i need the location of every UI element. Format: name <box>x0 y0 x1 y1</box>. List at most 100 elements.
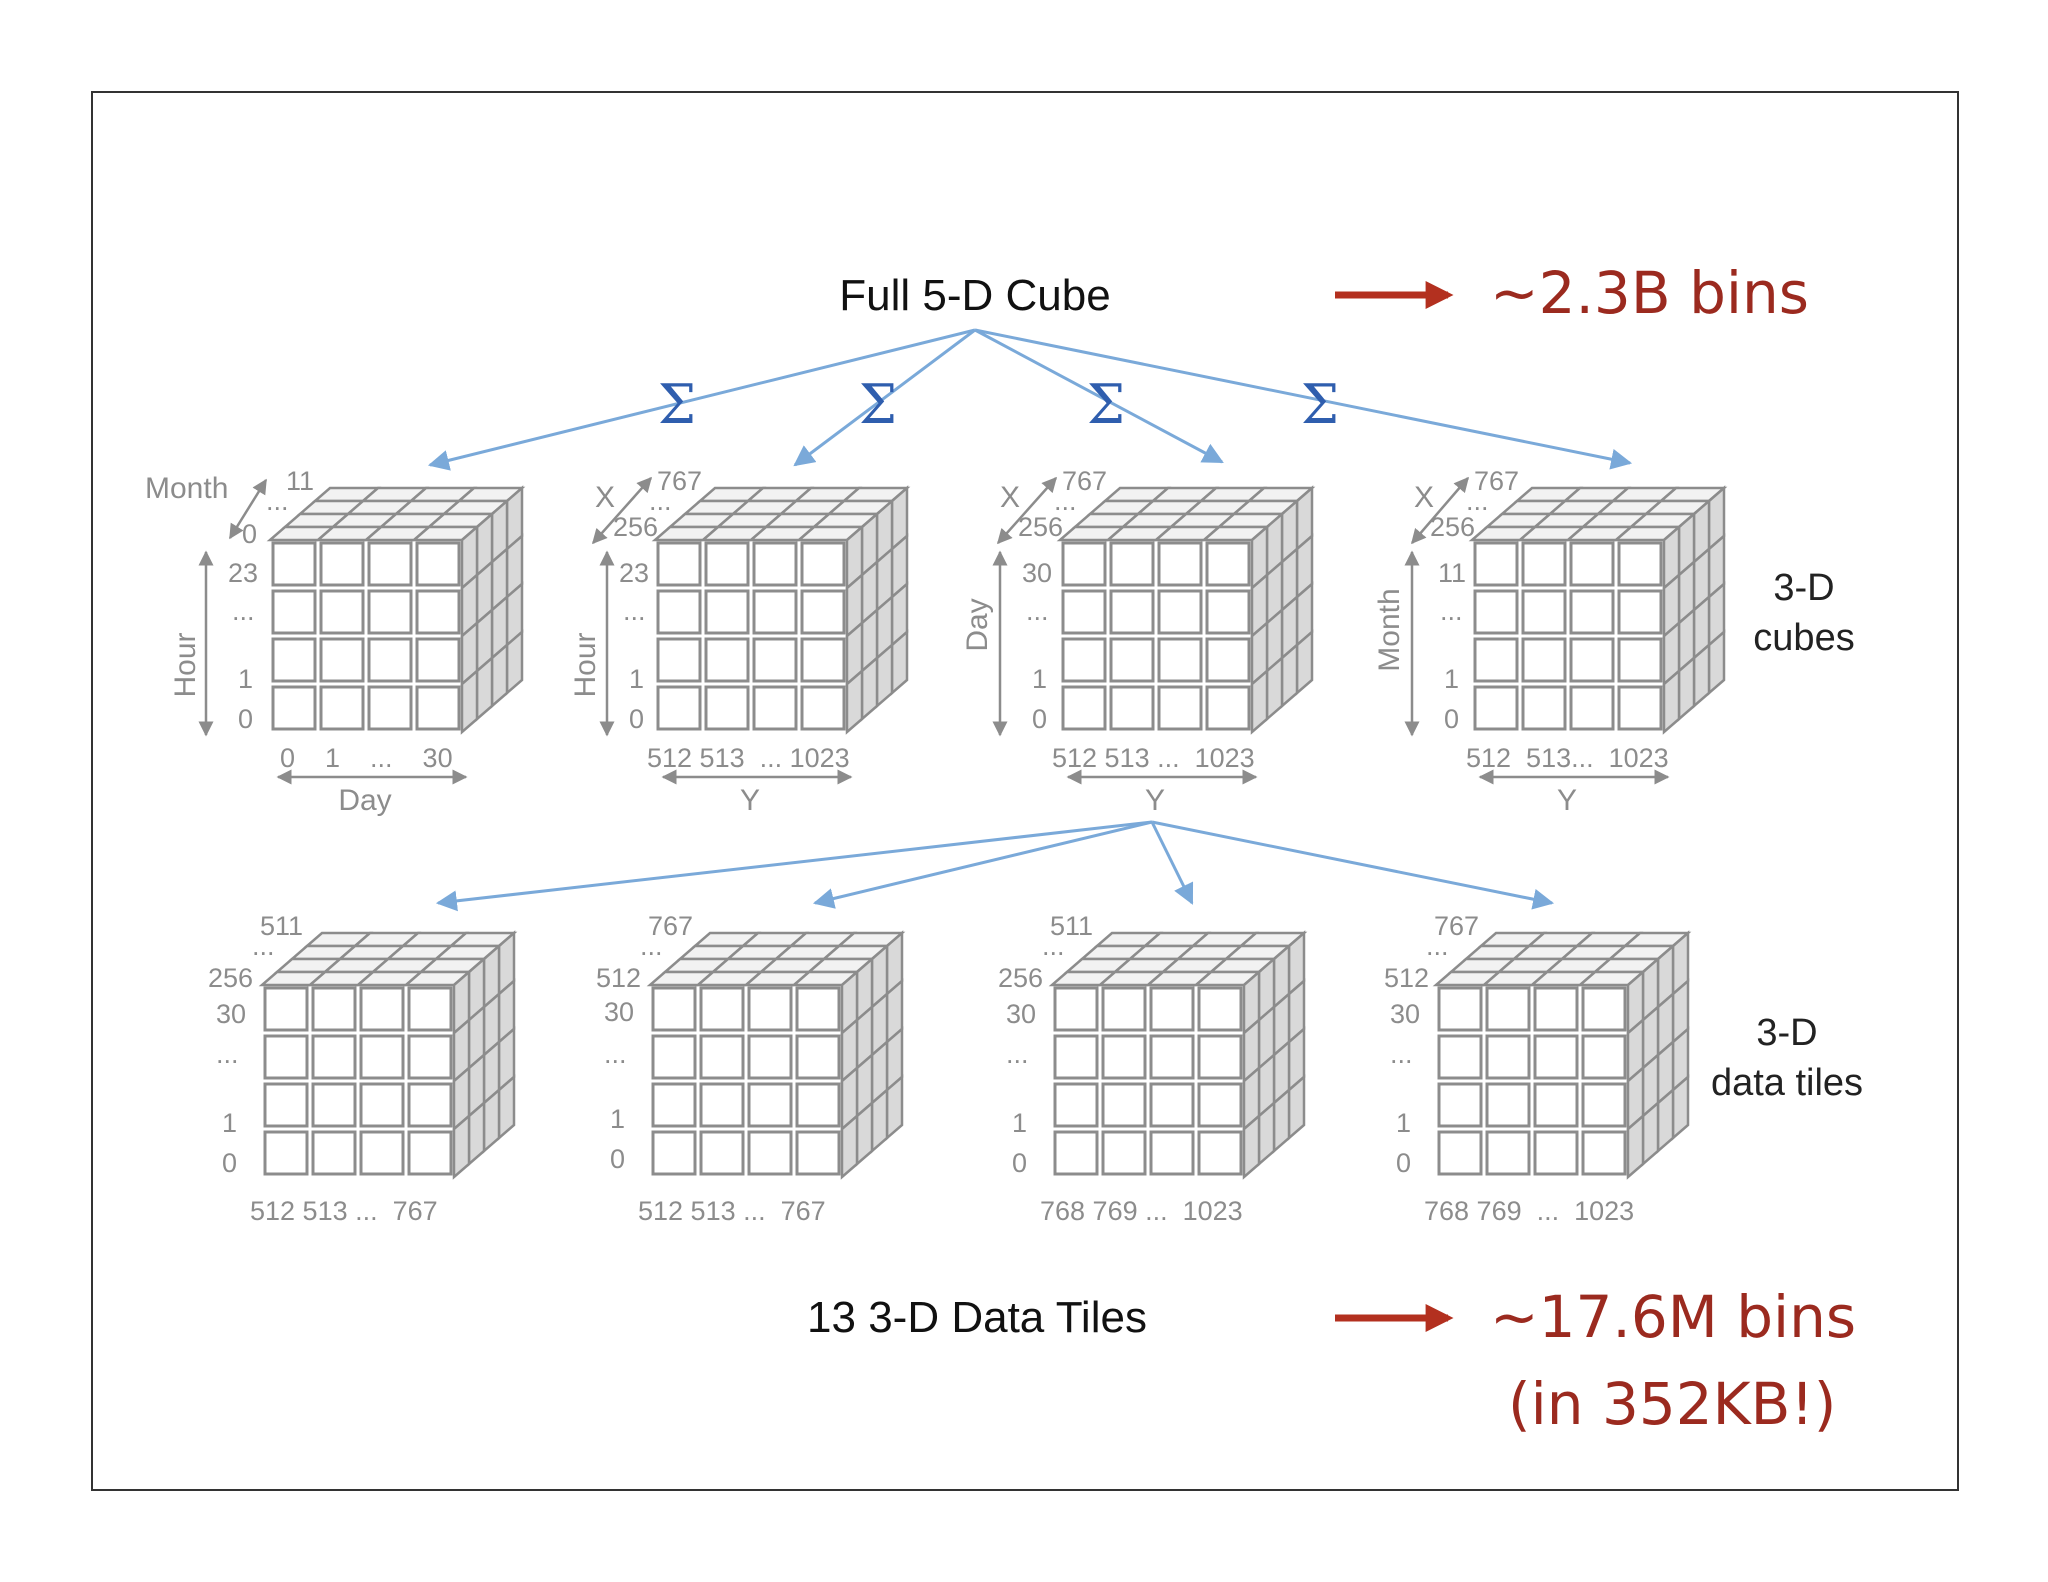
cube-2-v0: 23 <box>619 558 649 588</box>
cube-3-v1: ... <box>1026 596 1049 626</box>
cube-front-cell <box>1061 685 1107 731</box>
cube-cell <box>1662 668 1681 735</box>
cube-front-cell <box>1205 589 1251 635</box>
tile-1-depth-bottom: 256 <box>208 963 253 993</box>
cube-1-v0: 23 <box>228 558 258 588</box>
edge-to-cube-2 <box>793 328 976 467</box>
cube-3-v3: 0 <box>1032 704 1047 734</box>
cube-front-cell <box>1101 1034 1147 1080</box>
cube-front-cell <box>1473 589 1519 635</box>
cube-front-cell <box>1437 986 1483 1032</box>
cube-front-cell <box>271 637 317 683</box>
cube-front-cell <box>704 637 750 683</box>
cube-front-cell <box>1569 541 1615 587</box>
cube-front-cell <box>311 986 357 1032</box>
cube-3-depth-top: 767 <box>1062 466 1107 496</box>
tile-1: 511 ... 256 30 ... 1 0 512 513 ... 767 <box>208 911 518 1226</box>
cube-front-cell <box>1581 986 1627 1032</box>
tile-3-v0: 30 <box>1006 999 1036 1029</box>
cube-4-depth-arrow <box>1411 476 1469 545</box>
cube-4-v2: 1 <box>1444 664 1459 694</box>
cube-front-cell <box>319 541 365 587</box>
tile-3-depth-top: 511 <box>1050 911 1093 941</box>
cube-front-cell <box>1473 541 1519 587</box>
bottom-result-text-line2: (in 352KB!) <box>1508 1370 1836 1438</box>
cube-front-cell <box>1569 637 1615 683</box>
cube-front-cell <box>1485 986 1531 1032</box>
cube-3-vert-axis: Day <box>961 598 994 651</box>
cube-front-cell <box>747 986 793 1032</box>
tile-1-depth-top: 511 <box>260 911 303 941</box>
sigma-3: Σ <box>1087 373 1125 436</box>
cube-front-cell <box>656 685 702 731</box>
cube-front-cell <box>1101 1082 1147 1128</box>
cube-front-cell <box>1473 637 1519 683</box>
cube-front-cell <box>1533 1130 1579 1176</box>
cube-3-depth-axis: X <box>1000 481 1020 514</box>
cube-front-cell <box>800 589 846 635</box>
cube-front-cell <box>359 986 405 1032</box>
tile-4-v0: 30 <box>1390 999 1420 1029</box>
cube-2: X 767 ... 256 23 ... 1 0 Hour 512 513 ..… <box>569 466 911 817</box>
cube-front-cell <box>1061 541 1107 587</box>
cube-front-cell <box>699 1034 745 1080</box>
cube-front-cell <box>1197 1034 1243 1080</box>
sigma-1: Σ <box>658 373 696 436</box>
cube-front-cell <box>1521 541 1567 587</box>
cube-grid <box>1056 485 1316 735</box>
cube-front-cell <box>319 589 365 635</box>
cube-front-cell <box>1437 1034 1483 1080</box>
cube-4-depth-axis: X <box>1414 481 1434 514</box>
tiles-label-line1: 3-D <box>1756 1012 1817 1054</box>
cube-front-cell <box>1149 1082 1195 1128</box>
cube-cell <box>1242 1113 1261 1180</box>
cube-cell <box>840 1113 859 1180</box>
cube-front-cell <box>311 1082 357 1128</box>
cube-4-depth-top: 767 <box>1474 466 1519 496</box>
cubes-label-line2: cubes <box>1753 617 1854 659</box>
cube-front-cell <box>359 1130 405 1176</box>
cube-front-cell <box>263 1130 309 1176</box>
cube-front-cell <box>1061 589 1107 635</box>
cube-front-cell <box>704 685 750 731</box>
cube-1-vert-axis: Hour <box>169 632 202 697</box>
cube-front-cell <box>407 1130 453 1176</box>
cube-front-cell <box>367 637 413 683</box>
cube-front-cell <box>1205 637 1251 683</box>
tile-1-v2: 1 <box>222 1108 237 1138</box>
cube-front-cell <box>800 685 846 731</box>
cube-front-cell <box>1437 1082 1483 1128</box>
tile-3-x-ticks: 768 769 ... 1023 <box>1040 1196 1243 1226</box>
cube-front-cell <box>656 637 702 683</box>
cube-cell <box>845 668 864 735</box>
tile-1-v3: 0 <box>222 1148 237 1178</box>
cube-front-cell <box>1157 589 1203 635</box>
cube-front-cell <box>1205 541 1251 587</box>
cube-cell <box>1250 668 1269 735</box>
cube-cell <box>452 1113 471 1180</box>
cube-front-cell <box>656 541 702 587</box>
cube-front-cell <box>651 1130 697 1176</box>
cube-2-x-axis: Y <box>740 784 760 817</box>
cube-front-cell <box>1149 986 1195 1032</box>
cube-front-cell <box>1109 589 1155 635</box>
cube-front-cell <box>1157 637 1203 683</box>
cube-grid <box>1432 930 1692 1180</box>
tile-3-v3: 0 <box>1012 1148 1027 1178</box>
cube-1-depth-mid: ... <box>266 486 289 516</box>
cube-grid <box>646 930 906 1180</box>
edge-to-cube-4 <box>974 328 1633 470</box>
cube-front-cell <box>1157 541 1203 587</box>
cube-4-v0: 11 <box>1438 558 1466 588</box>
cube-front-cell <box>1053 1130 1099 1176</box>
data-tiles-title: 13 3-D Data Tiles <box>807 1293 1147 1342</box>
tile-3-v1: ... <box>1006 1039 1029 1069</box>
edge-to-tile-4 <box>1151 820 1555 910</box>
cube-grid <box>258 930 518 1180</box>
tile-4-v3: 0 <box>1396 1148 1411 1178</box>
cube-front-cell <box>311 1034 357 1080</box>
cube-front-cell <box>319 685 365 731</box>
cube-1-v3: 0 <box>238 704 253 734</box>
cube-front-cell <box>747 1082 793 1128</box>
cube-front-cell <box>1197 986 1243 1032</box>
